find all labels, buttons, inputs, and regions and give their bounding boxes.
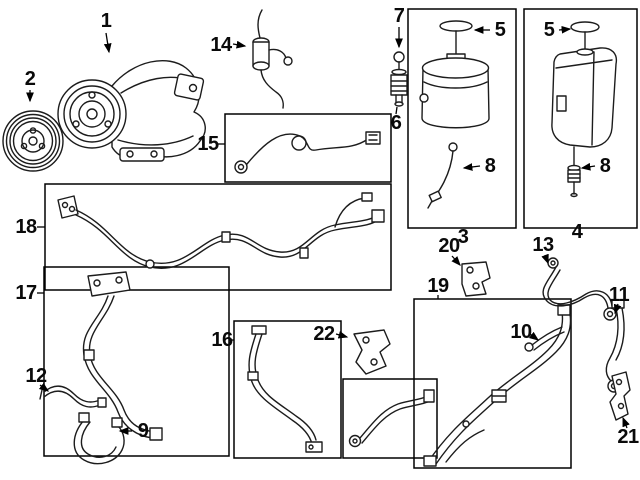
frame-16 bbox=[233, 320, 342, 459]
callout-13: 13 bbox=[532, 234, 554, 256]
callout-6: 6 bbox=[390, 112, 402, 134]
bracket-20-drawing bbox=[461, 261, 491, 297]
leader-21 bbox=[622, 416, 630, 429]
callout-4: 4 bbox=[571, 221, 583, 243]
frames bbox=[43, 8, 638, 469]
callout-2: 2 bbox=[24, 68, 36, 90]
frame-3 bbox=[407, 8, 517, 229]
callout-1: 1 bbox=[100, 10, 112, 32]
bracket-21-drawing bbox=[609, 371, 631, 421]
callout-5a: 5 bbox=[494, 19, 506, 41]
callout-17: 17 bbox=[15, 282, 37, 304]
callout-19: 19 bbox=[427, 275, 449, 297]
callout-15: 15 bbox=[197, 133, 219, 155]
leader-14 bbox=[232, 40, 247, 49]
callout-21: 21 bbox=[617, 426, 639, 448]
pipe-14-drawing bbox=[252, 9, 293, 109]
leader-8b bbox=[580, 162, 596, 171]
callout-3: 3 bbox=[457, 226, 469, 248]
bolt-valve-7-6-drawing bbox=[390, 51, 408, 107]
leader-12 bbox=[38, 382, 50, 392]
callout-16: 16 bbox=[211, 329, 233, 351]
leader-20 bbox=[451, 255, 461, 266]
callout-20: 20 bbox=[438, 235, 460, 257]
leader-8a bbox=[462, 163, 481, 171]
hose-13-drawing bbox=[542, 257, 617, 321]
frame-22 bbox=[342, 378, 438, 459]
hose-bottom-center-drawing bbox=[348, 389, 435, 448]
frame-19 bbox=[413, 298, 572, 469]
callout-18: 18 bbox=[15, 216, 37, 238]
leader-5b bbox=[558, 25, 572, 34]
hose-18-drawing bbox=[57, 192, 385, 270]
bracket-22-drawing bbox=[353, 329, 391, 375]
leader-11 bbox=[613, 303, 622, 315]
callout-8b: 8 bbox=[599, 155, 611, 177]
leader-13 bbox=[541, 253, 549, 265]
callout-5b: 5 bbox=[543, 19, 555, 41]
frame-15 bbox=[224, 113, 392, 183]
hose-10-drawing bbox=[524, 326, 565, 352]
frame-18 bbox=[44, 183, 392, 291]
callout-22: 22 bbox=[313, 323, 335, 345]
callout-8a: 8 bbox=[484, 155, 496, 177]
callout-12: 12 bbox=[25, 365, 47, 387]
frame-4 bbox=[523, 8, 638, 229]
pulley-drawing bbox=[2, 110, 64, 172]
callout-9: 9 bbox=[137, 420, 149, 442]
hose-15-drawing bbox=[234, 131, 381, 174]
leader-10 bbox=[528, 331, 540, 341]
frame-17 bbox=[43, 266, 230, 457]
leader-6 bbox=[395, 106, 398, 115]
callout-14: 14 bbox=[210, 34, 232, 56]
reservoir-4-drawing bbox=[551, 21, 618, 198]
hose-17-drawing bbox=[82, 271, 163, 441]
hose-12-drawing bbox=[39, 385, 107, 408]
callout-11: 11 bbox=[608, 284, 630, 306]
callout-7: 7 bbox=[393, 5, 405, 27]
leader-22 bbox=[335, 331, 349, 339]
reservoir-3-drawing bbox=[419, 20, 490, 209]
power-steering-pump-drawing bbox=[57, 60, 206, 162]
pipe-16-drawing bbox=[247, 325, 323, 453]
leader-lines bbox=[26, 25, 630, 435]
leader-1 bbox=[103, 32, 112, 54]
callout-10: 10 bbox=[510, 321, 532, 343]
hoses-19-drawing bbox=[423, 304, 572, 467]
hose-9-drawing bbox=[73, 412, 125, 465]
